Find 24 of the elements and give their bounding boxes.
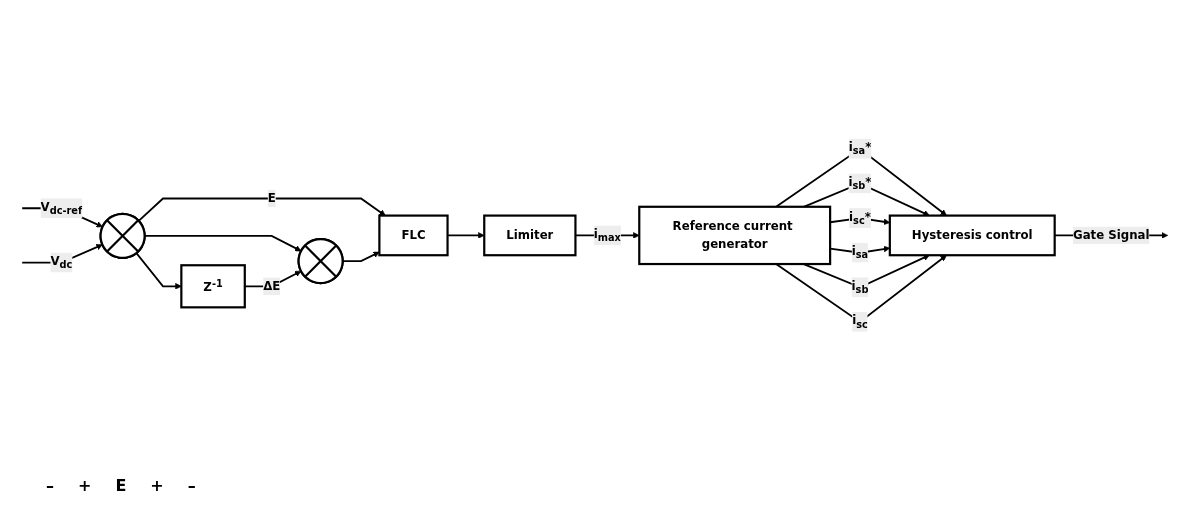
edge-label: i$_{max}$ bbox=[593, 227, 621, 244]
edge-label: Gate Signal bbox=[1073, 228, 1150, 243]
edge-label: i$_{sc}$* bbox=[849, 209, 871, 226]
edge-label: i$_{sb}$* bbox=[848, 175, 872, 192]
sign-label: + bbox=[78, 475, 92, 495]
node-box: FLC bbox=[378, 214, 449, 257]
edge-label: i$_{sc}$ bbox=[852, 313, 868, 330]
edge-label: V$_{dc}$ bbox=[50, 254, 73, 271]
sign-label: – bbox=[46, 475, 54, 495]
sign-label: + bbox=[150, 475, 164, 495]
node-box: Limiter bbox=[483, 214, 577, 257]
edge-label: V$_{dc-ref}$ bbox=[40, 199, 83, 217]
node-box: Z$^{-1}$ bbox=[180, 264, 246, 309]
arrow bbox=[137, 197, 386, 222]
arrow bbox=[135, 252, 182, 290]
edge-label: E bbox=[267, 191, 276, 206]
sign-label: – bbox=[187, 475, 196, 495]
edge-label: i$_{sa}$ bbox=[851, 244, 869, 261]
node-box: Reference current generator bbox=[638, 205, 832, 266]
node-box: Hysteresis control bbox=[888, 214, 1056, 257]
edge-label: ΔE bbox=[263, 279, 281, 293]
sign-label: E bbox=[115, 475, 127, 495]
edge-label: i$_{sa}$* bbox=[848, 140, 872, 157]
edge-label: i$_{sb}$ bbox=[851, 278, 869, 296]
